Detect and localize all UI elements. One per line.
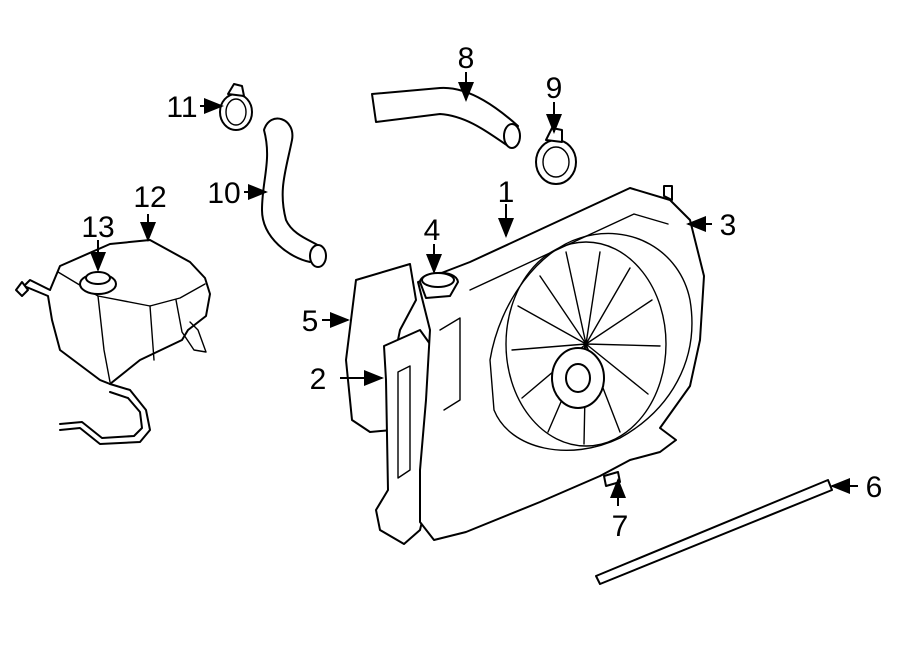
upper-radiator-hose — [371, 86, 521, 149]
radiator-cap — [419, 272, 459, 299]
coolant-reservoir — [15, 239, 211, 445]
reservoir-cap — [79, 271, 117, 295]
lower-radiator-hose — [261, 117, 327, 268]
seal-strip — [595, 479, 833, 585]
callout-1: 1 — [498, 176, 515, 209]
callout-10: 10 — [207, 177, 240, 210]
callout-11: 11 — [166, 91, 197, 124]
callout-3: 3 — [720, 209, 737, 242]
callout-4: 4 — [424, 214, 441, 247]
callout-13: 13 — [81, 211, 114, 244]
callout-labels: 1 2 3 4 5 6 7 8 9 10 11 12 13 — [81, 42, 882, 543]
callout-12: 12 — [133, 181, 166, 214]
callout-7: 7 — [612, 510, 629, 543]
cooling-fan — [505, 241, 667, 447]
callout-2: 2 — [310, 363, 327, 396]
callout-8: 8 — [458, 42, 475, 75]
callout-5: 5 — [302, 305, 319, 338]
hose-clamp-11 — [219, 83, 253, 131]
callout-9: 9 — [546, 72, 563, 105]
hose-clamp-9 — [535, 127, 577, 185]
callout-arrows — [90, 72, 858, 506]
callout-6: 6 — [866, 471, 883, 504]
